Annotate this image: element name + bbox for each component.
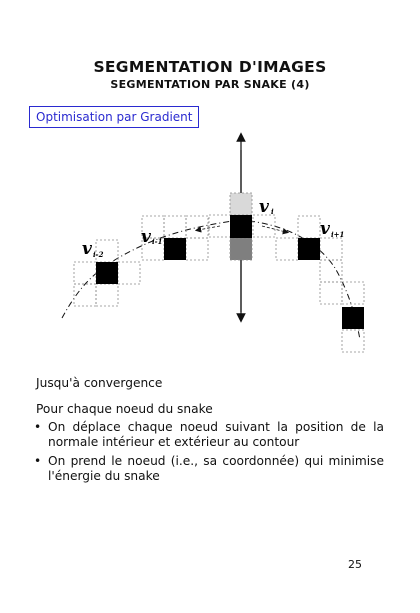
label-v-i-sub: i [271, 207, 274, 216]
bullet-symbol: • [34, 454, 42, 468]
tangent-arrow-right [261, 225, 290, 235]
label-v-i-minus-2-sub: i-2 [93, 250, 104, 259]
list-item: • On déplace chaque noeud suivant la pos… [30, 420, 384, 449]
bullet-text: On prend le noeud (i.e., sa coordonnée) … [48, 454, 384, 483]
node-v-i-plus-2 [342, 307, 364, 329]
section-heading: Optimisation par Gradient [36, 110, 193, 124]
bullet-text: On déplace chaque noeud suivant la posit… [48, 420, 384, 449]
bullet-list: • On déplace chaque noeud suivant la pos… [30, 420, 384, 488]
tangent-arrow-left [194, 225, 221, 233]
snake-diagram: v i v i-1 v i-2 v i+1 [61, 132, 365, 353]
label-v-i-plus-1-sub: i+1 [331, 230, 344, 239]
label-v-i-minus-1-sub: i-1 [152, 237, 162, 246]
per-node-line: Pour chaque noeud du snake [36, 402, 213, 416]
label-v-i-minus-2: v [82, 239, 93, 259]
node-v-i-minus-1 [164, 238, 186, 260]
candidate-above [229, 192, 253, 216]
label-v-i-plus-1: v [320, 219, 331, 239]
candidate-below [229, 237, 253, 261]
bullet-symbol: • [34, 420, 42, 434]
section-heading-box: Optimisation par Gradient [29, 106, 200, 128]
node-v-i-plus-1 [298, 238, 320, 260]
page-number: 25 [348, 558, 362, 571]
label-v-i-minus-1: v [141, 227, 152, 247]
node-v-i-minus-2 [96, 262, 118, 284]
node-v-i [230, 215, 252, 238]
convergence-line: Jusqu'à convergence [36, 376, 163, 390]
page-title: SEGMENTATION D'IMAGES [93, 58, 327, 76]
label-v-i: v [259, 197, 270, 217]
list-item: • On prend le noeud (i.e., sa coordonnée… [30, 454, 384, 483]
page-subtitle: SEGMENTATION PAR SNAKE (4) [110, 78, 310, 91]
